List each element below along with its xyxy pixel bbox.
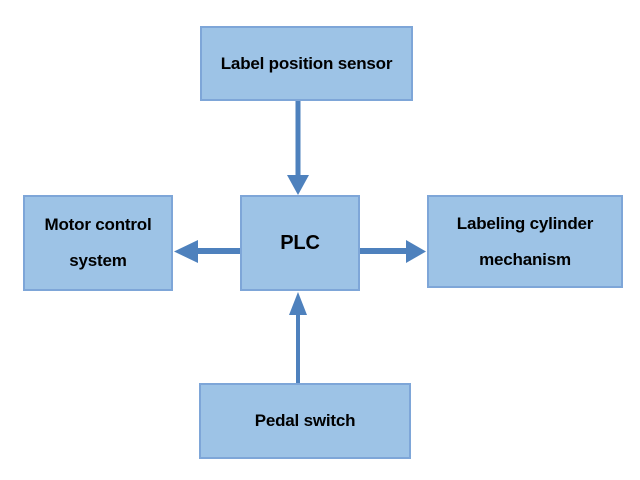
arrow-plc-to-cylinder (360, 240, 426, 263)
arrow-sensor-to-plc (287, 101, 309, 195)
node-label-position-sensor: Label position sensor (200, 26, 413, 101)
node-plc: PLC (240, 195, 360, 291)
node-pedal-switch: Pedal switch (199, 383, 411, 459)
arrow-plc-to-motor (174, 240, 240, 263)
node-motor-control-system: Motor control system (23, 195, 173, 291)
arrow-pedal-to-plc (289, 292, 307, 383)
node-label: Pedal switch (254, 411, 356, 431)
node-label: Label position sensor (220, 53, 393, 73)
node-label: Labeling cylinder mechanism (456, 213, 594, 269)
node-label: PLC (280, 232, 320, 254)
node-labeling-cylinder-mechanism: Labeling cylinder mechanism (427, 195, 623, 288)
node-label: Motor control system (44, 215, 152, 270)
